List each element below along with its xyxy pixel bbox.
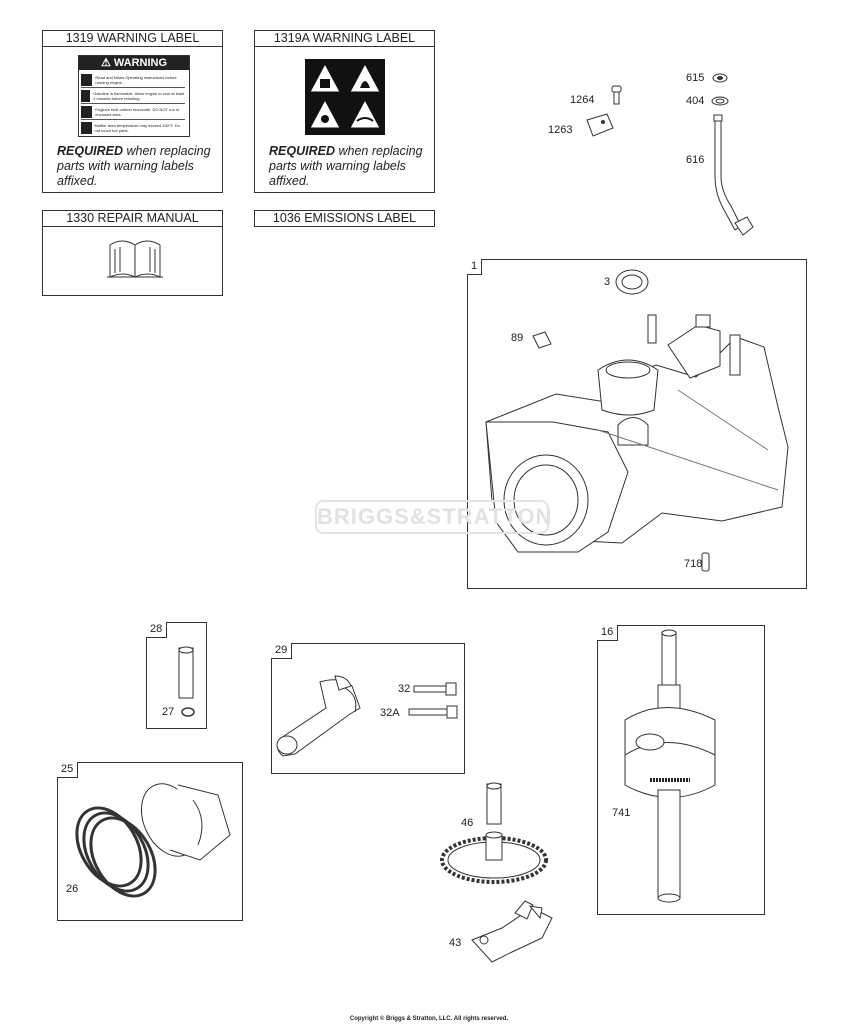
group-29-tag: 29 — [271, 643, 293, 659]
part-615-washer — [712, 73, 728, 83]
part-3-seal — [615, 269, 649, 295]
label-1319-box: ⚠ WARNING Read and follow Operating inst… — [42, 46, 223, 193]
part-27-retainer — [181, 707, 195, 717]
part-32a-bolt — [408, 705, 458, 719]
callout-26: 26 — [66, 883, 79, 895]
group-1-tag: 1 — [467, 259, 483, 275]
callout-27: 27 — [162, 706, 175, 718]
warning-sticker: ⚠ WARNING Read and follow Operating inst… — [78, 55, 190, 137]
flame-icon — [81, 89, 91, 102]
part-46-cam-gear — [440, 782, 548, 884]
callout-1264: 1264 — [570, 94, 595, 106]
watermark: BRIGGS&STRATTON — [315, 500, 551, 534]
callout-89: 89 — [511, 332, 524, 344]
warning-line-3: Engines emit carbon monoxide. DO NOT run… — [95, 106, 180, 117]
piston-rings — [75, 806, 157, 898]
callout-1263: 1263 — [548, 124, 573, 136]
warning-line-1: Read and follow Operating instructions b… — [95, 74, 177, 85]
label-1036-title: 1036 EMISSIONS LABEL — [254, 210, 435, 227]
callout-46: 46 — [461, 817, 474, 829]
part-404-oring — [711, 96, 729, 106]
warning-line-2: Gasoline is flammable. Allow engine to c… — [93, 90, 185, 101]
callout-43: 43 — [449, 937, 462, 949]
crankcase-housing — [485, 314, 789, 553]
crankshaft — [624, 629, 716, 903]
required-note: when replacing parts with warning labels… — [269, 144, 423, 188]
label-1319a-title: 1319A WARNING LABEL — [254, 30, 435, 47]
manual-icon — [81, 73, 93, 86]
callout-741: 741 — [612, 807, 631, 819]
required-word: REQUIRED — [269, 144, 335, 158]
callout-3: 3 — [604, 276, 611, 288]
group-28-tag: 28 — [146, 622, 168, 638]
callout-32: 32 — [398, 683, 411, 695]
warning-sign-word: WARNING — [113, 57, 168, 69]
part-1264-screw — [611, 85, 622, 105]
label-1319-note: REQUIRED when replacing parts with warni… — [57, 144, 219, 189]
label-1330-box — [42, 226, 223, 296]
piston — [140, 783, 231, 861]
warning-pictogram — [305, 59, 385, 135]
part-43-governor — [471, 900, 553, 963]
hot-surface-icon — [81, 121, 92, 134]
part-616-dipstick — [713, 114, 754, 236]
label-1319a-note: REQUIRED when replacing parts with warni… — [269, 144, 431, 189]
callout-404: 404 — [686, 95, 705, 107]
group-25-tag: 25 — [57, 762, 79, 778]
warning-triangle-icon: ⚠ — [100, 57, 111, 69]
connecting-rod — [276, 675, 361, 757]
part-32-bolt — [413, 682, 457, 696]
label-1319-title: 1319 WARNING LABEL — [42, 30, 223, 47]
part-718-dowel — [701, 552, 710, 572]
part-89-dowel — [532, 331, 552, 349]
label-1319a-box: REQUIRED when replacing parts with warni… — [254, 46, 435, 193]
group-16-tag: 16 — [597, 625, 619, 641]
callout-616: 616 — [686, 154, 705, 166]
warning-line-4: Muffler area temperature may exceed 150°… — [94, 122, 180, 133]
callout-615: 615 — [686, 72, 705, 84]
part-1263-bracket — [586, 113, 614, 137]
required-word: REQUIRED — [57, 144, 123, 158]
copyright-notice: Copyright © Briggs & Stratton, LLC. All … — [349, 1016, 509, 1022]
piston-pin — [178, 646, 194, 699]
required-note: when replacing parts with warning labels… — [57, 144, 211, 188]
book-icon — [107, 240, 163, 278]
callout-32a: 32A — [380, 707, 400, 719]
callout-718: 718 — [684, 558, 703, 570]
label-1330-title: 1330 REPAIR MANUAL — [42, 210, 223, 227]
group-28-box — [146, 622, 207, 729]
exhaust-icon — [81, 105, 93, 118]
